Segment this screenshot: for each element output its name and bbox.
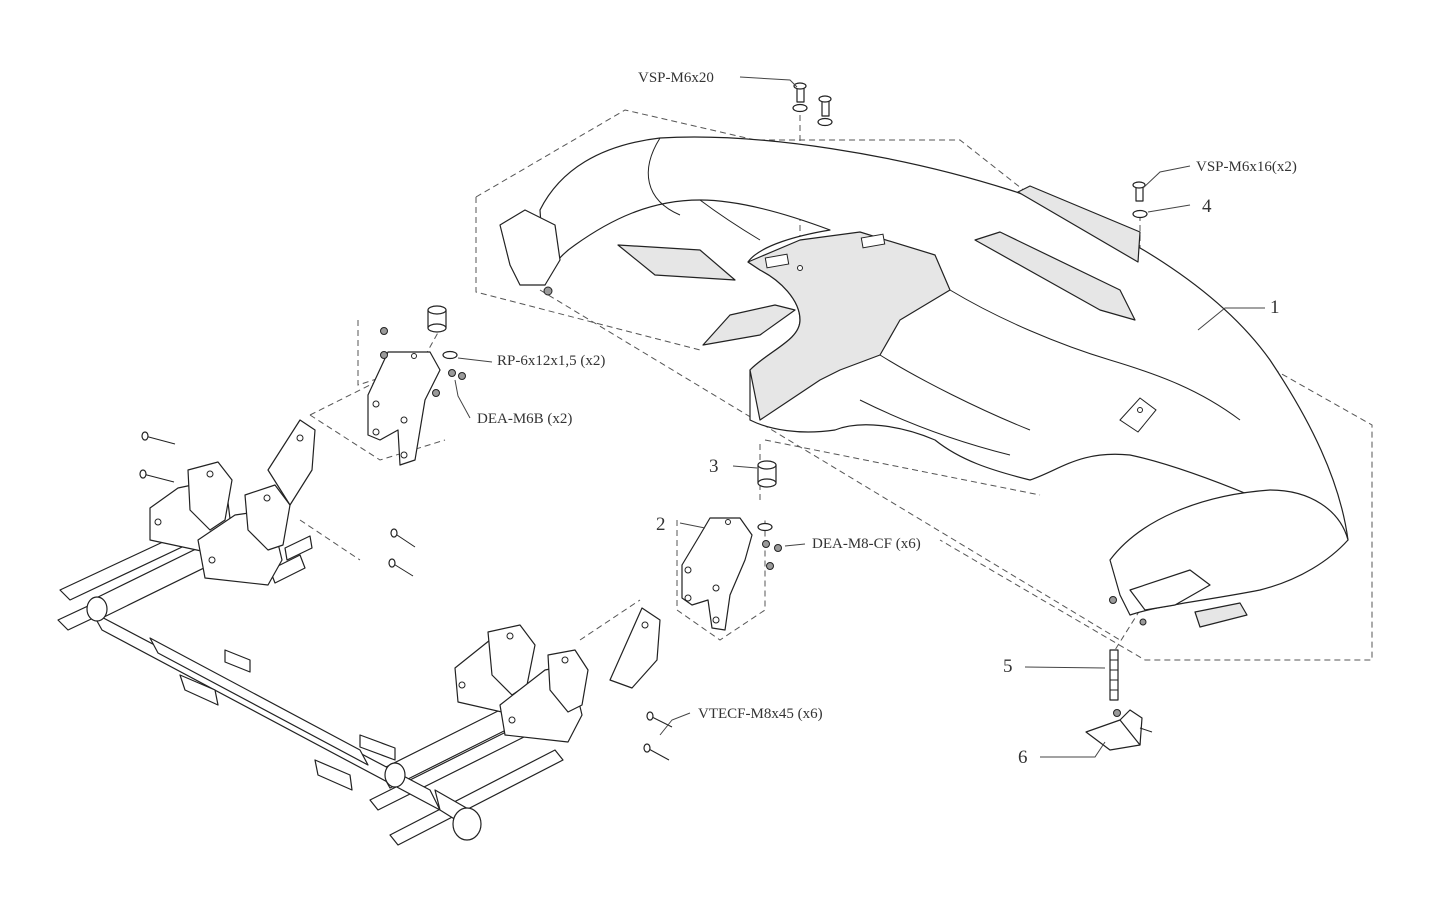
washer-part-4 bbox=[1132, 209, 1148, 219]
callout-3: 3 bbox=[709, 456, 719, 477]
callout-2: 2 bbox=[656, 514, 666, 535]
callout-4: 4 bbox=[1202, 196, 1212, 217]
bolts-vtecf-m8x45 bbox=[643, 711, 673, 761]
stud-part-5 bbox=[1109, 649, 1119, 701]
label-dea-m6b: DEA-M6B (x2) bbox=[477, 411, 572, 427]
mounting-plates-left bbox=[149, 419, 316, 586]
label-vtecf-m8x45: VTECF-M8x45 (x6) bbox=[698, 706, 823, 722]
screw-vsp-m6x16 bbox=[1132, 181, 1146, 202]
rubber-bump-stop-left bbox=[427, 305, 447, 333]
screw-vsp-m6x20 bbox=[792, 82, 833, 127]
rubber-bump-stop-part-3 bbox=[757, 460, 777, 488]
bracket-part-2 bbox=[681, 517, 782, 631]
callout-1: 1 bbox=[1270, 297, 1280, 318]
bolts-left bbox=[139, 431, 416, 577]
rear-bumper-part-1 bbox=[499, 136, 1349, 628]
label-dea-m8-cf: DEA-M8-CF (x6) bbox=[812, 536, 921, 552]
label-rp-6x12: RP-6x12x1,5 (x2) bbox=[497, 353, 605, 369]
bracket-left-upper bbox=[367, 327, 466, 466]
leader-lines bbox=[454, 76, 1265, 758]
callout-6: 6 bbox=[1018, 747, 1028, 768]
angle-bracket-part-6 bbox=[1085, 709, 1153, 751]
mounting-plates-right bbox=[454, 607, 661, 743]
callout-5: 5 bbox=[1003, 656, 1013, 677]
label-vsp-m6x16: VSP-M6x16(x2) bbox=[1196, 159, 1297, 175]
label-vsp-m6x20: VSP-M6x20 bbox=[638, 70, 714, 86]
